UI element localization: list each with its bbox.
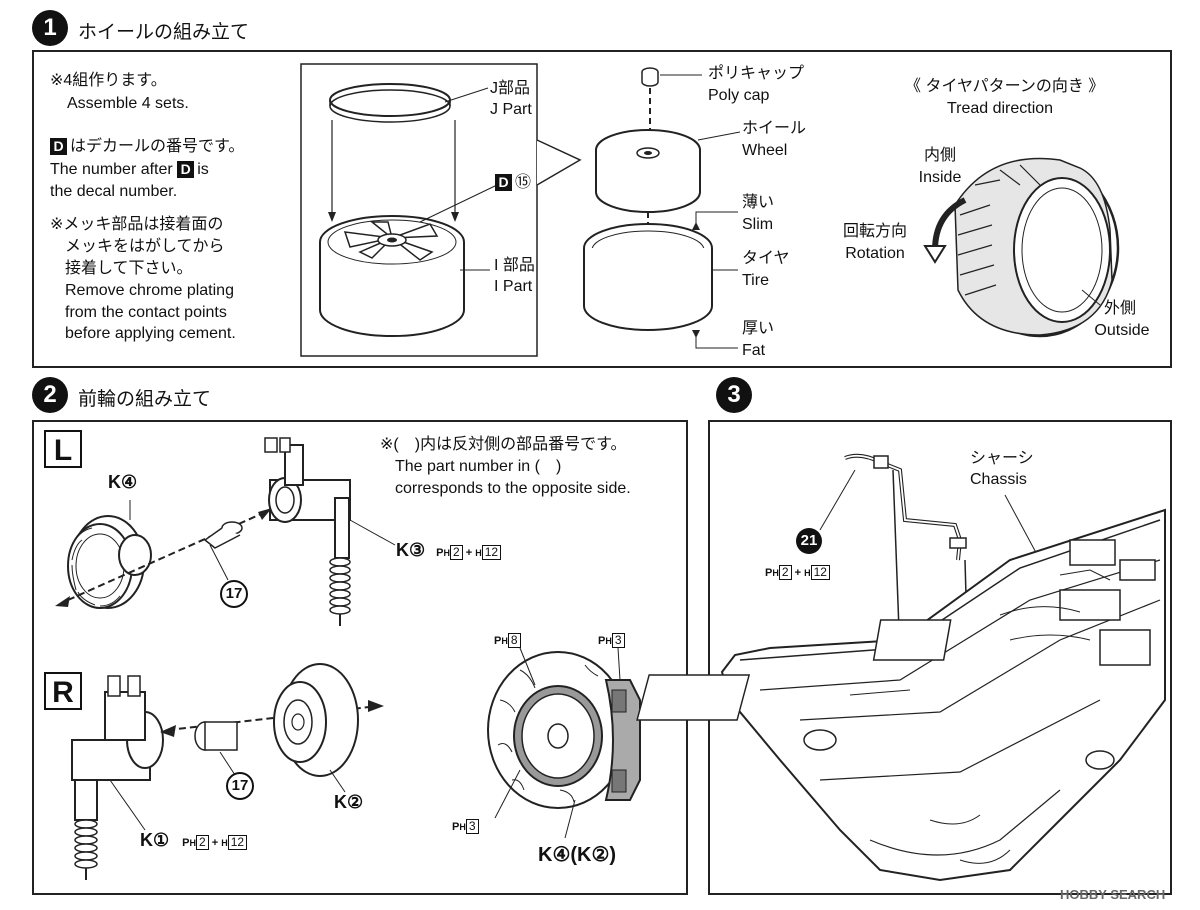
left-side-badge: L: [44, 430, 82, 468]
j-part-label-jp: J部品: [490, 80, 531, 97]
chrome-note-en-3: before applying cement.: [65, 325, 236, 342]
fat-label-jp: 厚い: [742, 320, 775, 337]
i-part-label-en: I Part: [494, 278, 533, 295]
step-2-number: 2: [32, 377, 68, 413]
chrome-note-en-2: from the contact points: [65, 304, 227, 321]
decal-note-en-line2: the decal number.: [50, 183, 178, 200]
decal-badge-15: D: [495, 174, 512, 192]
part-k2-right: K②: [334, 792, 364, 812]
chassis-label-jp: シャーシ: [970, 450, 1034, 467]
slim-label-en: Slim: [742, 216, 774, 233]
opposite-side-note-jp: ※( )内は反対側の部品番号です。: [380, 436, 627, 453]
rotation-label-jp: 回転方向: [842, 223, 907, 240]
tread-direction-en: Tread direction: [946, 100, 1054, 117]
right-side-badge: R: [44, 672, 82, 710]
inside-label-jp: 内側: [923, 147, 956, 164]
note-sets-en: Assemble 4 sets.: [67, 95, 189, 112]
tire-label-en: Tire: [742, 272, 769, 289]
rotation-label-en: Rotation: [845, 245, 905, 262]
decal-badge-inline: D: [177, 161, 195, 179]
opposite-side-note-en-1: The part number in ( ): [395, 458, 562, 475]
tread-direction-jp: 《 タイヤパターンの向き 》: [905, 78, 1105, 95]
part-k4-k2-label: K④(K②): [538, 844, 617, 866]
outside-label-jp: 外側: [1103, 300, 1136, 317]
chrome-note-en-1: Remove chrome plating: [65, 282, 234, 299]
chrome-note-jp-3: 接着して下さい。: [65, 260, 193, 277]
part-17-left: 17: [220, 580, 248, 608]
part-17-right: 17: [226, 772, 254, 800]
part-21: 21: [796, 528, 822, 554]
polycap-label-en: Poly cap: [708, 87, 770, 104]
note-sets-jp: ※4組作ります。: [50, 72, 167, 89]
step-1-title: ホイールの組み立て: [78, 21, 250, 43]
tire-label-jp: タイヤ: [742, 250, 790, 267]
outside-label-en: Outside: [1094, 322, 1150, 339]
chrome-note-jp-2: メッキをはがしてから: [65, 238, 225, 255]
wheel-label-jp: ホイール: [742, 120, 807, 137]
step-1-number: 1: [32, 10, 68, 46]
fat-label-en: Fat: [742, 342, 766, 359]
chassis-label-en: Chassis: [970, 471, 1027, 488]
i-part-label-jp: I 部品: [494, 257, 535, 274]
inside-label-en: Inside: [918, 169, 962, 186]
j-part-label-en: J Part: [490, 101, 532, 118]
watermark: HOBBY SEARCH: [1060, 887, 1166, 902]
step-2-title: 前輪の組み立て: [78, 388, 212, 410]
decal-badge: D: [50, 138, 67, 156]
slim-label-jp: 薄い: [742, 194, 775, 211]
step-3-number: 3: [716, 377, 752, 413]
wheel-label-en: Wheel: [742, 142, 788, 159]
polycap-label-jp: ポリキャップ: [708, 65, 805, 82]
opposite-side-note-en-2: corresponds to the opposite side.: [395, 480, 631, 497]
chrome-note-jp-1: ※メッキ部品は接着面の: [50, 216, 224, 233]
part-k4-left: K④: [108, 472, 138, 492]
